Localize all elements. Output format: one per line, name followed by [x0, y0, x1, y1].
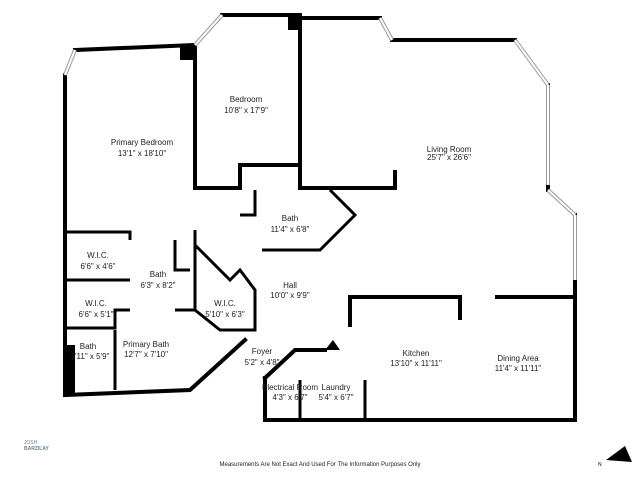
room-name: Hall — [283, 281, 297, 290]
wall-block — [63, 345, 75, 395]
room-name: W.I.C. — [87, 251, 109, 260]
room-labels: Primary Bedroom 13'1" x 18'10" Bedroom 1… — [71, 95, 542, 402]
windows — [63, 13, 577, 280]
room-dims: 5'10" x 6'3" — [205, 310, 245, 319]
room-dims: 6'3" x 8'2" — [141, 281, 176, 290]
room-dims: 12'7" x 7'10" — [124, 350, 168, 359]
room-dims: 10'0" x 9'9" — [270, 291, 310, 300]
room-dims: 3'11" x 5'9" — [71, 352, 110, 361]
room-dims: 4'3" x 6'7" — [273, 393, 308, 402]
room-name: Dining Area — [497, 354, 539, 363]
room-name: Electrical Room — [262, 383, 318, 392]
room-name: W.I.C. — [214, 299, 236, 308]
room-name: Bedroom — [230, 95, 263, 104]
room-name: Primary Bath — [123, 340, 169, 349]
room-name: Foyer — [252, 347, 273, 356]
room-dims: 5'2" x 4'8" — [245, 358, 280, 367]
compass-label: N — [598, 462, 602, 468]
logo-top: JOSH — [24, 440, 38, 446]
room-dims: 13'10" x 11'11" — [390, 359, 442, 368]
room-name: Living Room — [427, 145, 472, 154]
compass-icon: N — [598, 446, 632, 468]
room-name: Bath — [80, 342, 96, 351]
room-name: Kitchen — [403, 349, 430, 358]
room-dims: 11'4" x 11'11" — [495, 364, 542, 373]
room-name: Laundry — [322, 383, 351, 392]
room-name: Primary Bedroom — [111, 138, 174, 147]
room-name: W.I.C. — [85, 299, 107, 308]
logo-bottom: BARZILAY — [24, 446, 49, 452]
logo: JOSH BARZILAY — [24, 440, 49, 452]
room-name: Bath — [150, 270, 166, 279]
room-dims: 6'6" x 5'1" — [79, 310, 114, 319]
room-dims: 6'6" x 4'6" — [81, 262, 116, 271]
room-name: Bath — [282, 214, 298, 223]
room-dims: 13'1" x 18'10" — [118, 149, 166, 158]
room-dims: 11'4" x 6'8" — [271, 225, 310, 234]
room-dims: 10'8" x 17'9" — [224, 106, 268, 115]
room-dims: 5'4" x 6'7" — [319, 393, 354, 402]
disclaimer: Measurements Are Not Exact And Used For … — [220, 462, 421, 468]
room-dims: 25'7" x 26'6" — [427, 153, 471, 162]
